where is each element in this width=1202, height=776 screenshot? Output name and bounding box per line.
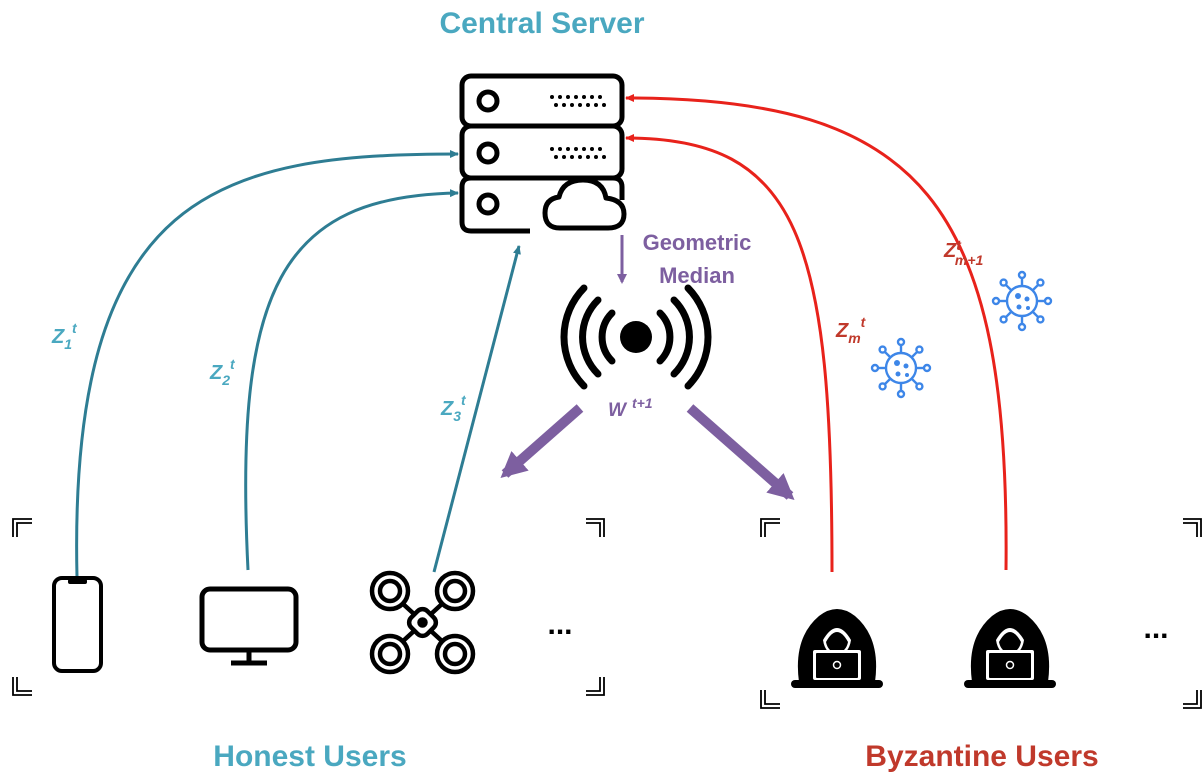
byzantine-group-bracket: [760, 518, 1202, 709]
honest-update-label-2: Z2t: [209, 356, 236, 388]
honest-update-arrow-1: [75, 150, 459, 578]
honest-update-label-1: Z1t: [51, 320, 78, 352]
broadcast-icon: [560, 284, 712, 390]
server-status-dots: [550, 95, 606, 159]
hacker-icon: [963, 608, 1057, 689]
byzantine-update-arrow-m: [625, 134, 834, 573]
server-icon: [459, 73, 627, 234]
byzantine-ellipsis: ...: [1143, 612, 1168, 645]
honest-update-label-3: Z3t: [440, 392, 467, 424]
virus-icon: [870, 337, 932, 399]
phone-icon: [52, 576, 103, 673]
monitor-icon: [199, 586, 299, 666]
hacker-icon: [790, 608, 884, 689]
honest-update-arrow-2: [244, 189, 459, 571]
honest-users-label: Honest Users: [213, 740, 406, 773]
honest-ellipsis: ...: [547, 608, 572, 641]
aggregation-label-line1: Geometric: [643, 230, 752, 255]
byzantine-update-arrow-m1: [625, 94, 1008, 571]
central-server-title: Central Server: [439, 7, 644, 40]
byzantine-update-label-m: Zmt: [835, 314, 867, 346]
broadcast-arrow-honest: [500, 404, 584, 478]
byzantine-users-label: Byzantine Users: [865, 740, 1098, 773]
aggregation-label-line2: Median: [659, 263, 735, 288]
honest-update-arrow-3: [432, 245, 521, 573]
honest-group-bracket: [12, 518, 605, 696]
broadcast-arrow-byzantine: [686, 404, 795, 500]
virus-icon: [991, 270, 1053, 332]
drone-icon: [369, 570, 476, 675]
